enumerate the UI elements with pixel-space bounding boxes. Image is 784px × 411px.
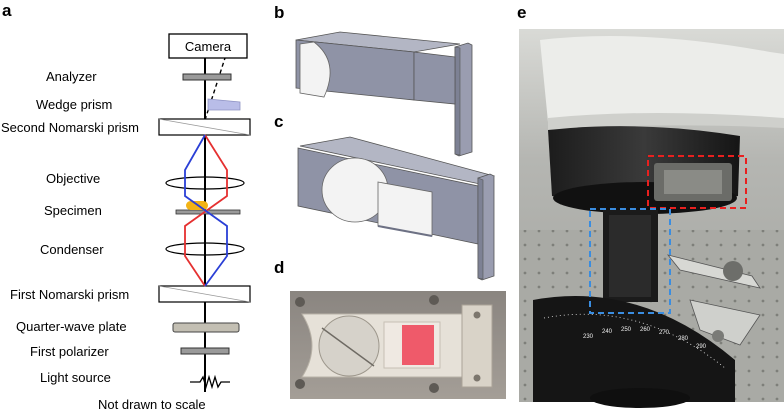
quarter-wave-plate-element [172,322,240,333]
dial-tick-270: 270 [659,330,670,336]
panel-a-diagram: a Camera Analyzer Wedge prism Second Nom… [1,1,251,411]
first-polarizer-element [180,347,230,355]
dial-tick-230: 230 [583,334,594,340]
panel-c-cad: c [274,112,496,281]
light-source-label: Light source [40,370,111,385]
highlight-blue-box [589,208,671,314]
panel-letter-b: b [274,3,284,22]
specimen-label: Specimen [44,203,102,218]
light-source-filament [190,374,230,390]
panel-letter-c: c [274,112,283,131]
objective-lens [165,176,245,190]
condenser-label: Condenser [40,242,104,257]
scale-note: Not drawn to scale [98,397,206,411]
first-polarizer-label: First polarizer [30,344,109,359]
dial-tick-labels: 230 240 250 260 270 280 290 [583,327,707,350]
camera-box [168,33,248,59]
dial-tick-290: 290 [696,344,707,350]
wedge-prism-element [207,98,241,111]
dial-tick-260: 260 [640,327,651,333]
panel-e-photo: e 230 240 250 260 270 280 290 [517,3,784,408]
panel-letter-d: d [274,258,284,277]
panel-letter-a: a [2,1,12,20]
panel-b-cad: b [274,3,473,157]
camera-label: Camera [185,39,232,54]
second-nomarski-label: Second Nomarski prism [1,120,139,135]
analyzer-label: Analyzer [46,69,97,84]
ray-blue [184,134,228,287]
panel-letter-e: e [517,3,526,22]
dial-tick-250: 250 [621,327,632,333]
deflected-path [204,57,226,121]
wedge-prism-label: Wedge prism [36,97,112,112]
panel-d-photo: d [274,258,506,399]
dial-tick-280: 280 [678,336,689,342]
condenser-lens [165,242,245,256]
dial-tick-240: 240 [602,329,613,335]
objective-label: Objective [46,171,100,186]
highlight-red-box [647,155,747,209]
first-nomarski-label: First Nomarski prism [10,287,129,302]
analyzer-element [182,73,232,81]
quarter-wave-label: Quarter-wave plate [16,319,127,334]
